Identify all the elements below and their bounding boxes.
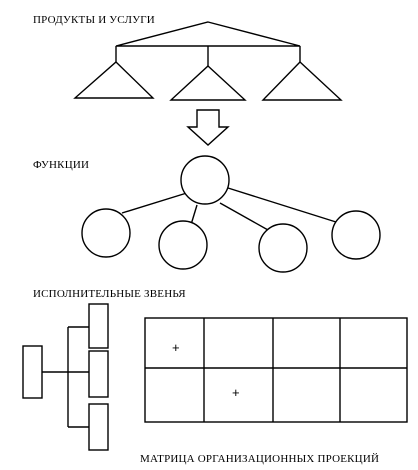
- organization-matrix: + +: [144, 317, 408, 423]
- down-arrow-icon: [186, 109, 230, 146]
- units-root-box: [22, 345, 43, 399]
- functions-node-2: [158, 220, 208, 270]
- matrix-label: МАТРИЦА ОРГАНИЗАЦИОННЫХ ПРОЕКЦИЙ: [140, 453, 379, 465]
- products-label: ПРОДУКТЫ И УСЛУГИ: [33, 14, 155, 26]
- functions-node-3: [258, 223, 308, 273]
- units-tree: [22, 303, 109, 451]
- units-box-3: [88, 403, 109, 451]
- functions-edge-3: [219, 202, 269, 231]
- products-child-triangle-center: [169, 65, 247, 101]
- products-child-triangle-right: [261, 61, 343, 101]
- products-child-triangle-left: [73, 61, 155, 99]
- units-label: ИСПОЛНИТЕЛЬНЫЕ ЗВЕНЬЯ: [33, 288, 186, 300]
- functions-network: [81, 155, 381, 273]
- units-box-2: [88, 350, 109, 398]
- matrix-mark: +: [172, 340, 180, 355]
- functions-edge-4: [227, 187, 337, 223]
- matrix-border: [144, 317, 408, 423]
- units-box-1: [88, 303, 109, 349]
- products-tree: [73, 21, 343, 101]
- functions-node-4: [331, 210, 381, 260]
- matrix-mark: +: [232, 385, 240, 400]
- functions-root-node: [180, 155, 230, 205]
- functions-edge-1: [121, 191, 191, 214]
- functions-node-1: [81, 208, 131, 258]
- functions-label: ФУНКЦИИ: [33, 159, 89, 171]
